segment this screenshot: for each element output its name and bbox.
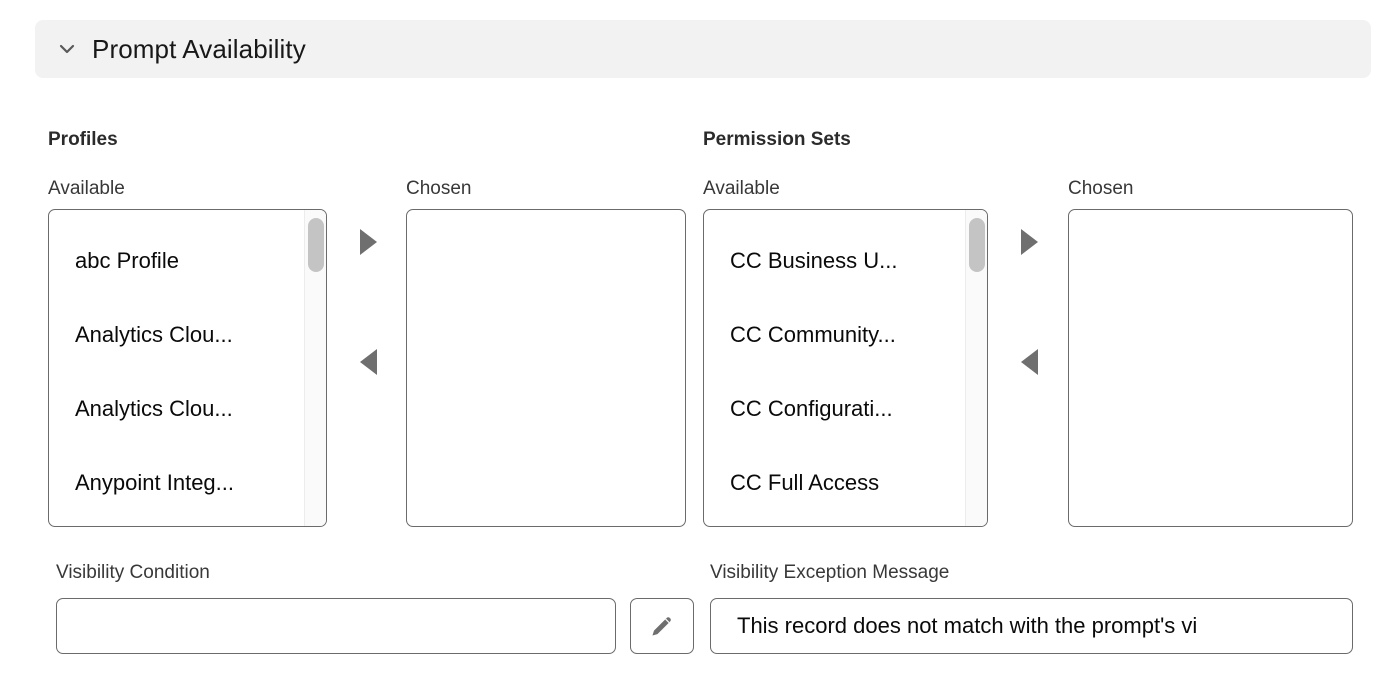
list-item[interactable]: Analytics Clou...	[75, 322, 233, 347]
triangle-left-icon	[1020, 349, 1038, 375]
listbox-profiles-available-items[interactable]: abc Profile Analytics Clou... Analytics …	[49, 210, 304, 526]
list-item[interactable]: CC Configurati...	[730, 396, 893, 421]
listbox-permission-sets-available-items[interactable]: CC Business U... CC Community... CC Conf…	[704, 210, 965, 526]
label-profiles-available: Available	[48, 178, 125, 199]
listbox-permission-sets-available[interactable]: CC Business U... CC Community... CC Conf…	[703, 209, 988, 527]
list-item[interactable]: CC Community...	[730, 322, 896, 347]
scrollbar-thumb[interactable]	[969, 218, 985, 272]
list-item[interactable]: CC Business U...	[730, 248, 898, 273]
scrollbar-thumb[interactable]	[308, 218, 324, 272]
triangle-left-icon	[359, 349, 377, 375]
move-permission-sets-to-available-button[interactable]	[1017, 349, 1041, 375]
move-permission-sets-to-chosen-button[interactable]	[1017, 229, 1041, 255]
page-title: Prompt Availability	[92, 33, 306, 64]
visibility-condition-input[interactable]	[56, 598, 616, 654]
label-permission-sets-chosen: Chosen	[1068, 178, 1134, 199]
group-title-profiles: Profiles	[48, 129, 118, 150]
move-profiles-to-available-button[interactable]	[356, 349, 380, 375]
scrollbar-profiles-available[interactable]	[304, 210, 326, 526]
list-item[interactable]: Anypoint Integ...	[75, 470, 234, 495]
label-visibility-exception-message: Visibility Exception Message	[710, 562, 950, 583]
list-item[interactable]: Analytics Clou...	[75, 396, 233, 421]
listbox-permission-sets-chosen-items[interactable]	[1069, 210, 1352, 526]
triangle-right-icon	[359, 229, 377, 255]
list-item[interactable]: abc Profile	[75, 248, 179, 273]
visibility-exception-message-input[interactable]	[710, 598, 1353, 654]
label-permission-sets-available: Available	[703, 178, 780, 199]
visibility-condition-edit-button[interactable]	[630, 598, 694, 654]
listbox-profiles-available[interactable]: abc Profile Analytics Clou... Analytics …	[48, 209, 327, 527]
triangle-right-icon	[1020, 229, 1038, 255]
list-item[interactable]: CC Full Access	[730, 470, 880, 495]
listbox-profiles-chosen-items[interactable]	[407, 210, 685, 526]
pencil-icon	[649, 613, 675, 639]
group-title-permission-sets: Permission Sets	[703, 129, 851, 150]
chevron-down-icon[interactable]	[54, 36, 80, 62]
listbox-permission-sets-chosen[interactable]	[1068, 209, 1353, 527]
move-profiles-to-chosen-button[interactable]	[356, 229, 380, 255]
section-header-prompt-availability[interactable]: Prompt Availability	[35, 20, 1371, 78]
label-profiles-chosen: Chosen	[406, 178, 472, 199]
label-visibility-condition: Visibility Condition	[56, 562, 210, 583]
scrollbar-permission-sets-available[interactable]	[965, 210, 987, 526]
listbox-profiles-chosen[interactable]	[406, 209, 686, 527]
